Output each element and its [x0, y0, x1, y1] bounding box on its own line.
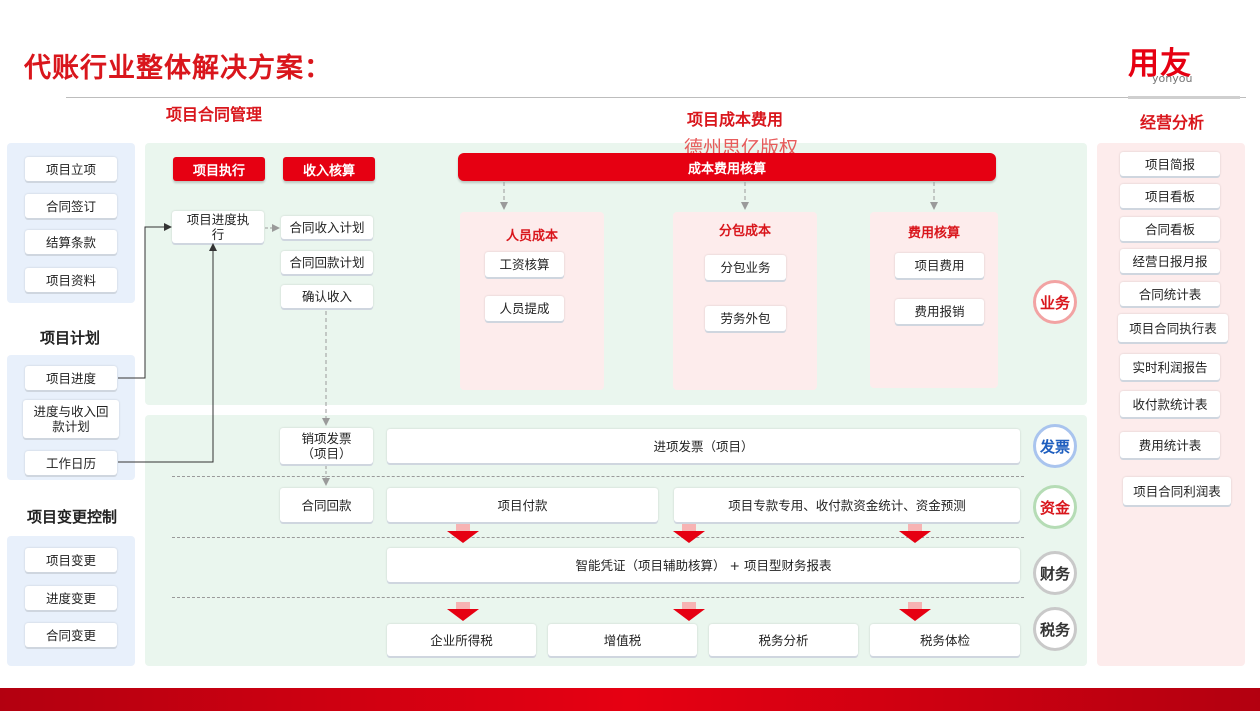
tax-circle: 税务	[1033, 607, 1077, 651]
subcontract-cost-panel	[673, 212, 817, 390]
funds-circle: 资金	[1033, 485, 1077, 529]
plan-item[interactable]: 工作日历	[25, 451, 117, 475]
flow-arrow-stem	[682, 524, 696, 531]
section-cost: 项目成本费用	[687, 110, 784, 129]
flow-arrow-stem	[456, 524, 470, 531]
finance-circle: 财务	[1033, 551, 1077, 595]
flow-arrow-icon	[447, 609, 479, 621]
change-item[interactable]: 进度变更	[25, 586, 117, 610]
flow-arrow-icon	[673, 531, 705, 543]
report-item[interactable]: 合同看板	[1120, 217, 1220, 241]
report-item[interactable]: 经营日报月报	[1120, 249, 1220, 273]
cost-item[interactable]: 人员提成	[485, 296, 564, 321]
fee-cost-title: 费用核算	[907, 226, 960, 241]
flow-arrow-stem	[456, 602, 470, 609]
page-title: 代账行业整体解决方案：	[24, 53, 332, 84]
report-item[interactable]: 收付款统计表	[1120, 391, 1220, 417]
cost-item[interactable]: 工资核算	[485, 252, 564, 277]
sales-invoice-box[interactable]: 销项发票（项目）	[280, 428, 373, 464]
cost-item[interactable]: 分包业务	[705, 255, 786, 280]
project-exec-label: 项目执行	[173, 157, 265, 181]
special-funds-box[interactable]: 项目专款专用、收付款资金统计、资金预测	[674, 488, 1020, 522]
flow-arrow-stem	[682, 602, 696, 609]
title-divider	[66, 97, 1246, 98]
tax-item[interactable]: 企业所得税	[387, 624, 536, 656]
revenue-item[interactable]: 合同回款计划	[281, 251, 373, 274]
yonyou-logo-sub: yonyou	[1152, 72, 1193, 85]
report-item[interactable]: 实时利润报告	[1120, 354, 1220, 380]
logo-underline	[1128, 96, 1240, 99]
invoice-circle: 发票	[1033, 424, 1077, 468]
tax-item[interactable]: 税务体检	[870, 624, 1020, 656]
section-change: 项目变更控制	[27, 508, 118, 526]
report-item[interactable]: 项目合同利润表	[1123, 477, 1231, 505]
progress-exec-box[interactable]: 项目进度执行	[172, 211, 264, 243]
flow-arrow-icon	[673, 609, 705, 621]
row-divider	[172, 597, 1024, 598]
contract-item[interactable]: 结算条款	[25, 230, 117, 254]
cost-item[interactable]: 项目费用	[895, 253, 984, 278]
cost-item[interactable]: 费用报销	[895, 299, 984, 324]
cost-item[interactable]: 劳务外包	[705, 306, 786, 331]
flow-arrow-stem	[908, 524, 922, 531]
revenue-item[interactable]: 合同收入计划	[281, 216, 373, 239]
tax-item[interactable]: 增值税	[548, 624, 697, 656]
revenue-accounting-label: 收入核算	[283, 157, 375, 181]
contract-item[interactable]: 合同签订	[25, 194, 117, 218]
cost-accounting-header: 成本费用核算	[458, 153, 996, 181]
report-item[interactable]: 项目看板	[1120, 184, 1220, 208]
business-circle: 业务	[1033, 280, 1077, 324]
flow-arrow-icon	[447, 531, 479, 543]
purchase-invoice-box[interactable]: 进项发票（项目）	[387, 429, 1020, 463]
contract-item[interactable]: 项目立项	[25, 157, 117, 181]
smart-voucher-box[interactable]: 智能凭证（项目辅助核算） + 项目型财务报表	[387, 548, 1020, 582]
revenue-item[interactable]: 确认收入	[281, 285, 373, 308]
row-divider	[172, 476, 1024, 477]
tax-item[interactable]: 税务分析	[709, 624, 858, 656]
section-contract-mgmt: 项目合同管理	[166, 105, 263, 124]
report-item[interactable]: 合同统计表	[1120, 282, 1220, 306]
report-item[interactable]: 费用统计表	[1120, 432, 1220, 458]
change-item[interactable]: 项目变更	[25, 548, 117, 572]
subcontract-cost-title: 分包成本	[718, 224, 771, 239]
project-payment-box[interactable]: 项目付款	[387, 488, 658, 522]
section-analysis: 经营分析	[1140, 113, 1205, 132]
people-cost-title: 人员成本	[505, 229, 558, 244]
yonyou-logo: 用友	[1128, 46, 1192, 82]
contract-item[interactable]: 项目资料	[25, 268, 117, 292]
footer-bar	[0, 688, 1260, 711]
plan-item[interactable]: 进度与收入回款计划	[23, 400, 119, 438]
flow-arrow-icon	[899, 609, 931, 621]
report-item[interactable]: 项目合同执行表	[1118, 314, 1228, 342]
plan-item[interactable]: 项目进度	[25, 366, 117, 390]
contract-collection-box[interactable]: 合同回款	[280, 488, 373, 522]
section-plan: 项目计划	[40, 329, 101, 347]
row-divider	[172, 537, 1024, 538]
flow-arrow-stem	[908, 602, 922, 609]
change-item[interactable]: 合同变更	[25, 623, 117, 647]
report-item[interactable]: 项目简报	[1120, 152, 1220, 176]
flow-arrow-icon	[899, 531, 931, 543]
